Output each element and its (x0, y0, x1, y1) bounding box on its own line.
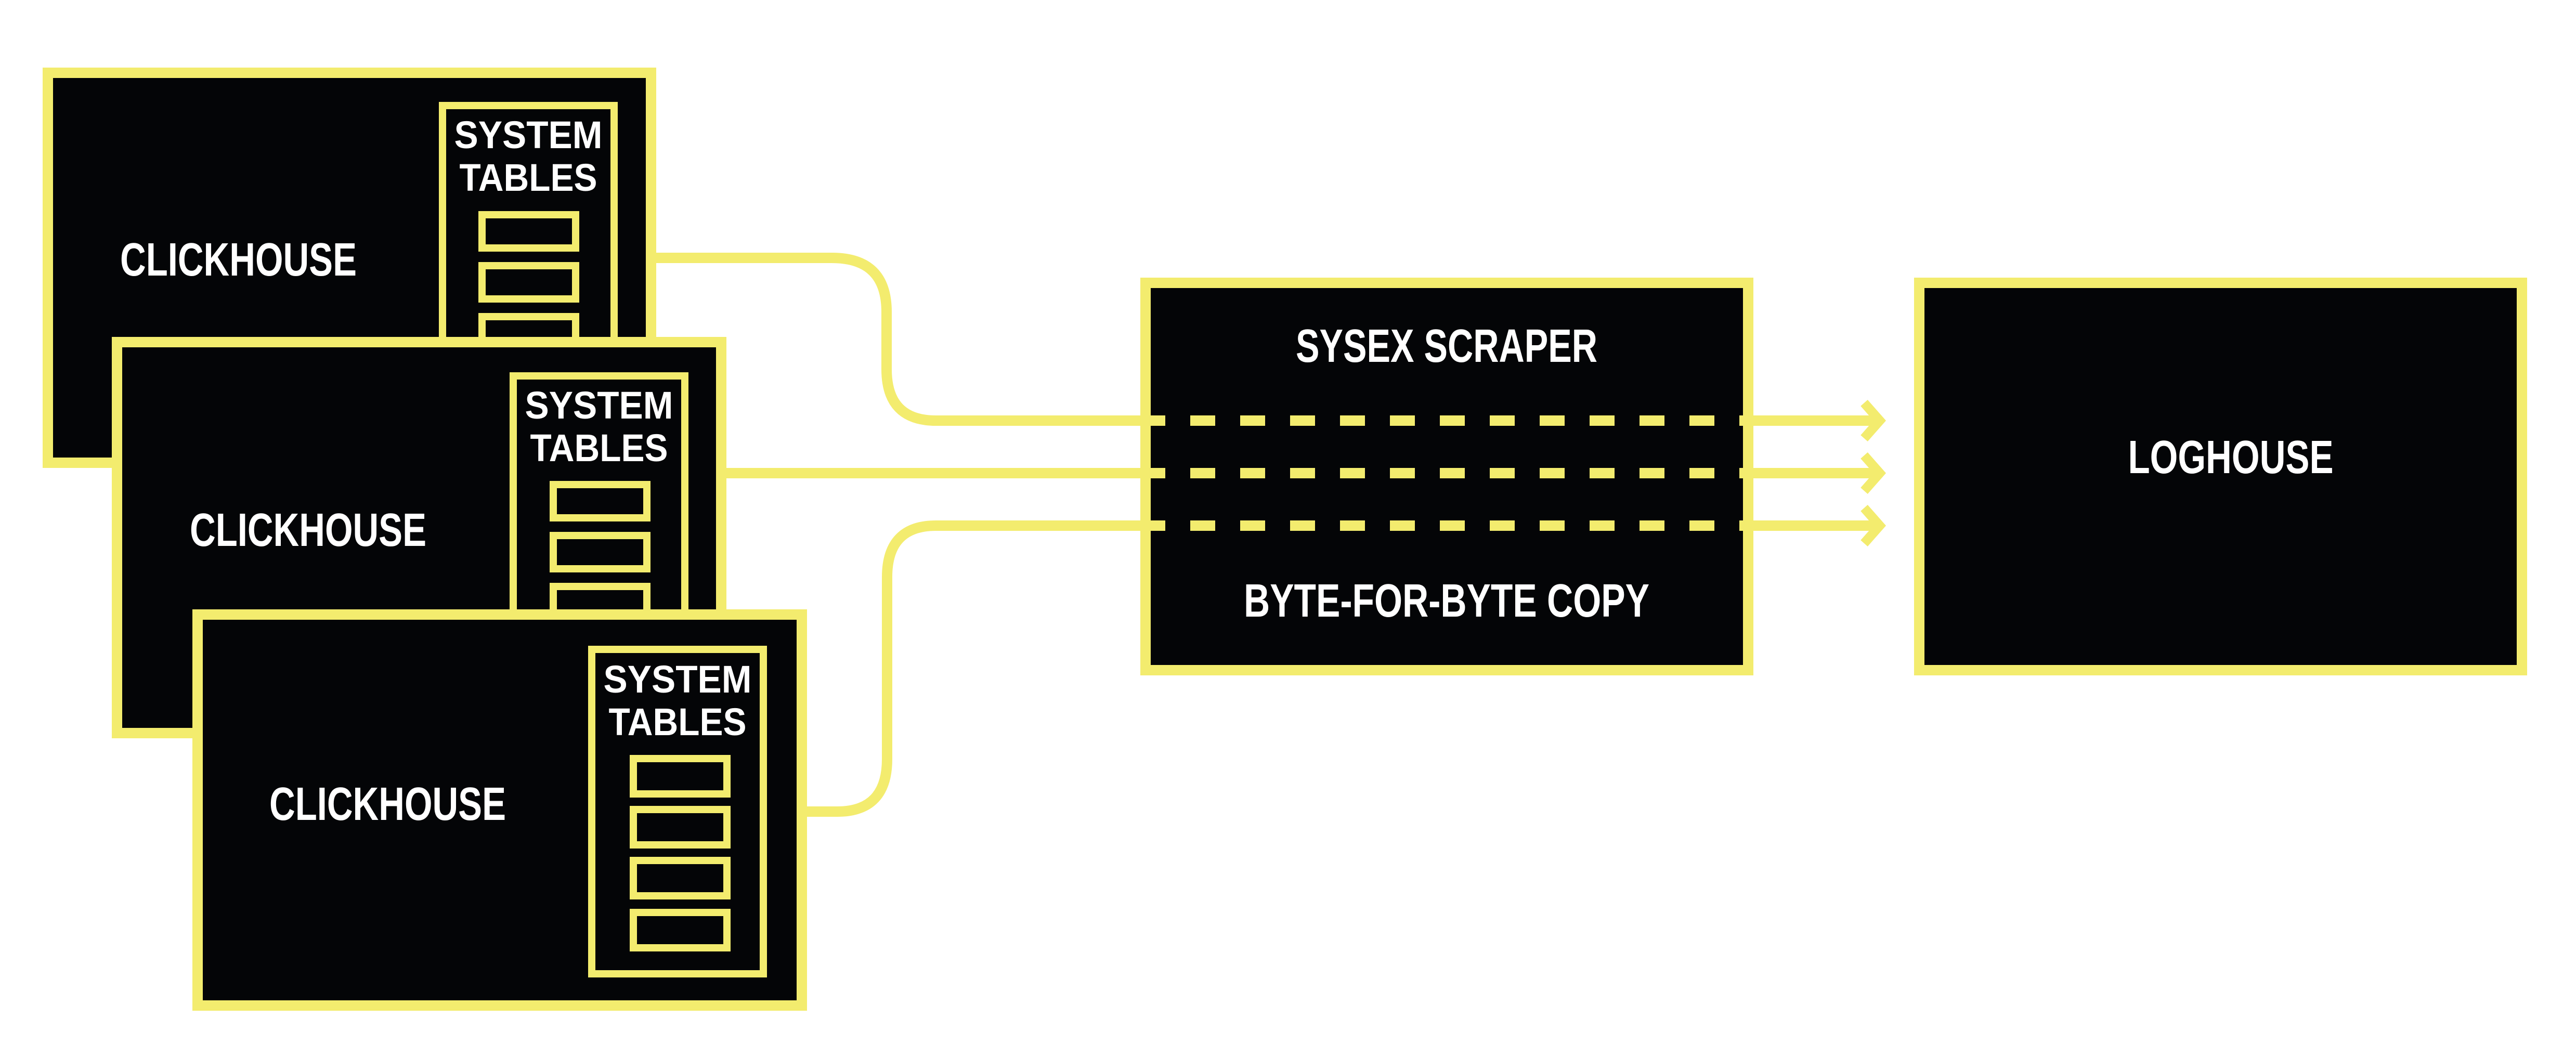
copy-stream-2 (1140, 452, 1887, 494)
clickhouse-node-3: SYSTEM TABLES CLICKHOUSE (192, 609, 807, 1011)
arrow-right-icon (1861, 505, 1887, 546)
table-icon (630, 909, 731, 951)
table-icon (550, 532, 650, 572)
arrow-right-icon (1861, 400, 1887, 441)
table-icon (630, 857, 731, 899)
clickhouse-label: CLICKHOUSE (269, 778, 506, 830)
scraper-title: SYSEX SCRAPER (1296, 320, 1597, 372)
copy-stream-3 (1140, 505, 1887, 546)
system-tables-label: TABLES (460, 156, 597, 199)
system-tables-label: SYSTEM (604, 658, 752, 701)
table-icon (630, 755, 731, 798)
connector-3 (807, 520, 1140, 817)
scraper-subtitle: BYTE-FOR-BYTE COPY (1244, 575, 1649, 627)
copy-stream-1 (1140, 400, 1887, 441)
table-icon (550, 481, 650, 521)
clickhouse-label: CLICKHOUSE (120, 234, 357, 286)
system-tables-label: TABLES (530, 426, 668, 469)
table-icon (478, 211, 579, 252)
system-tables-label: SYSTEM (525, 384, 673, 427)
arrow-right-icon (1861, 452, 1887, 494)
clickhouse-label: CLICKHOUSE (190, 504, 426, 556)
connector-1 (656, 253, 1140, 426)
system-tables-label: SYSTEM (454, 113, 603, 156)
table-icon (478, 262, 579, 303)
table-icon (630, 806, 731, 849)
loghouse-label: LOGHOUSE (2128, 432, 2334, 484)
system-tables-label: TABLES (609, 700, 747, 743)
loghouse-node: LOGHOUSE (1914, 278, 2527, 675)
